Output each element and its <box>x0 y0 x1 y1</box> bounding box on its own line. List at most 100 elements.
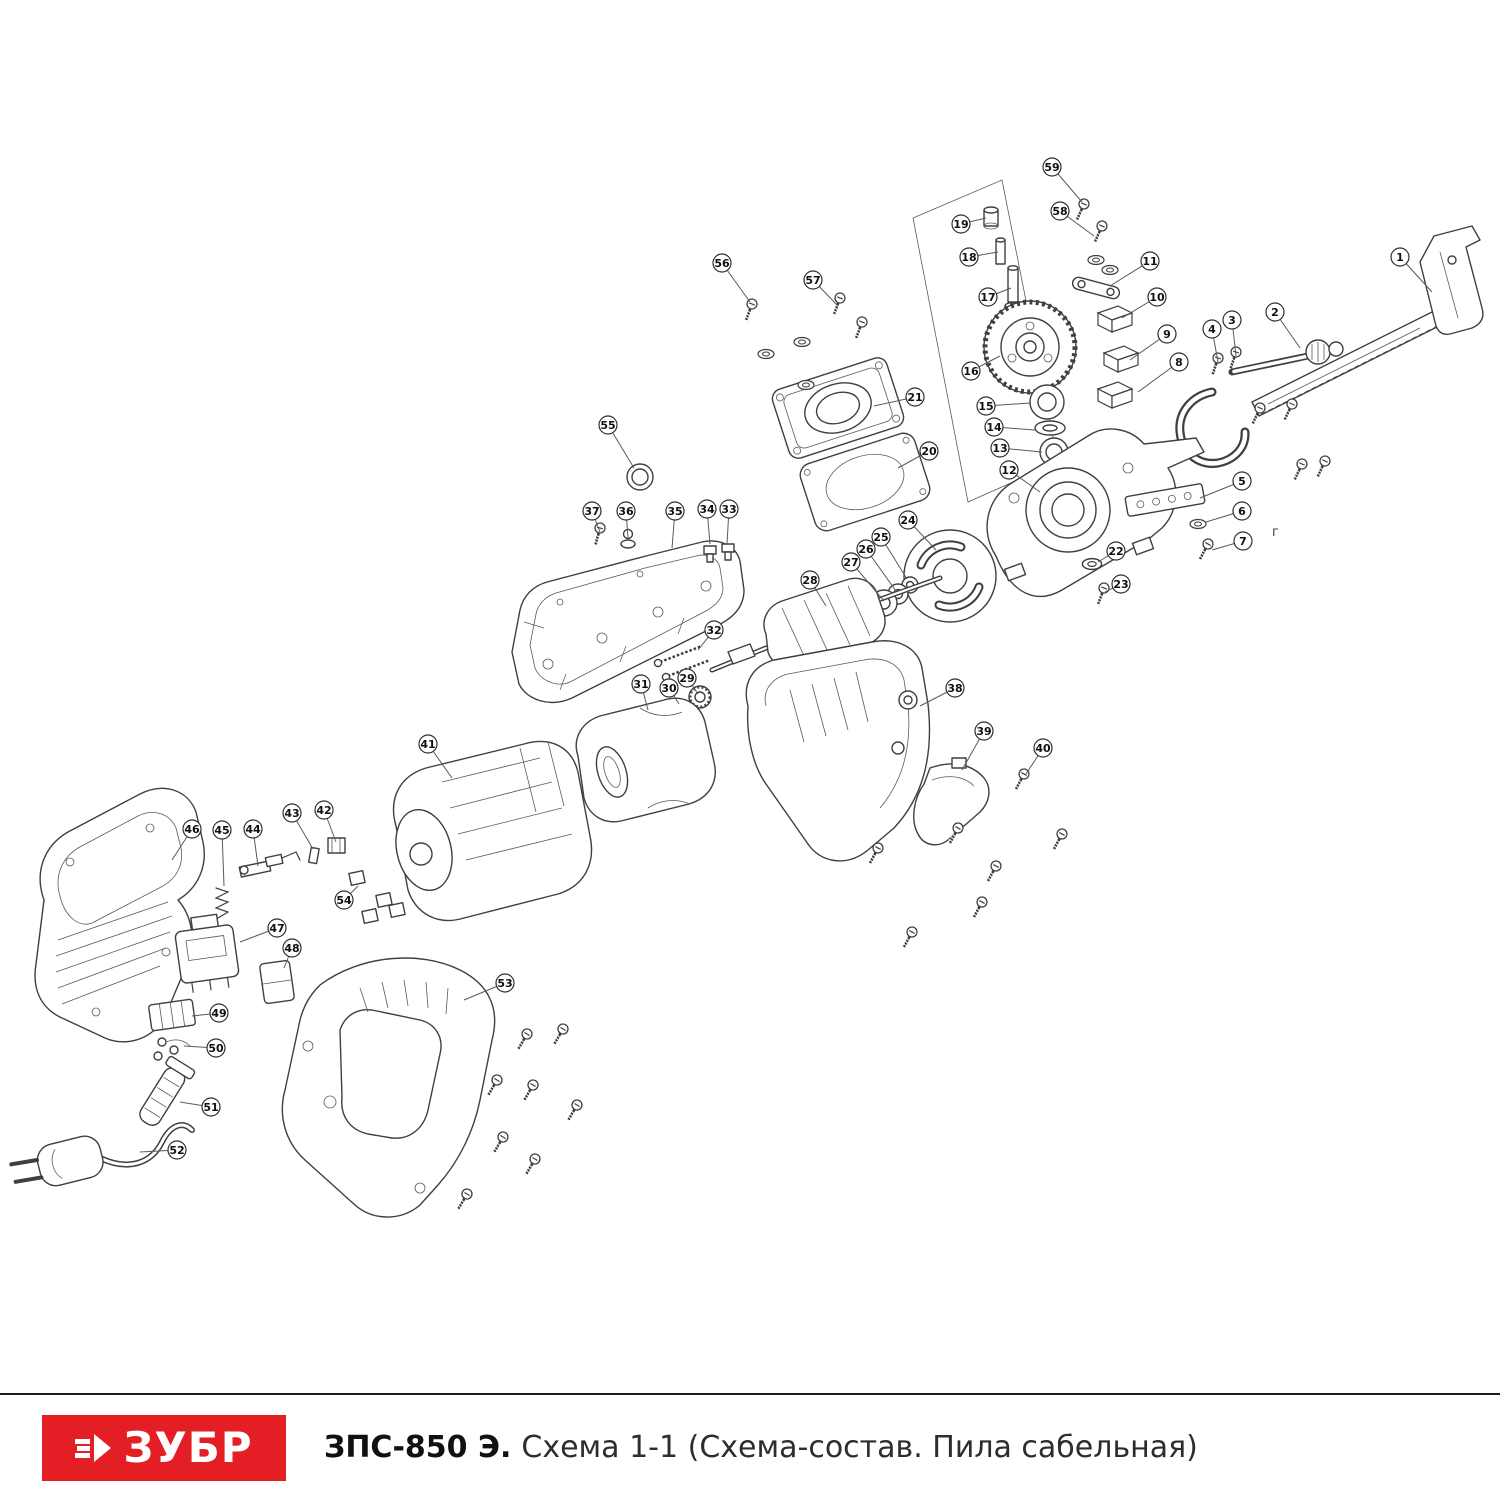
callout-number-6: 6 <box>1238 505 1246 518</box>
callout-48 <box>282 938 302 958</box>
callout-number-45: 45 <box>214 824 229 837</box>
power-plug <box>9 1135 104 1187</box>
cover-plate-5 <box>1124 483 1206 517</box>
washer <box>1101 264 1119 276</box>
washer-22 <box>1081 557 1103 571</box>
callout-number-46: 46 <box>184 823 200 836</box>
callout-30 <box>659 678 679 698</box>
callout-number-3: 3 <box>1228 314 1236 327</box>
callout-number-33: 33 <box>721 503 736 516</box>
screw <box>520 1150 544 1178</box>
callout-13 <box>990 438 1010 458</box>
screw-58 <box>1089 218 1110 245</box>
callout-6 <box>1232 501 1252 521</box>
screw <box>982 857 1005 885</box>
callout-52 <box>167 1140 187 1160</box>
schema-title: ЗПС-850 Э.Схема 1-1 (Схема-состав. Пила … <box>324 1430 1198 1465</box>
callout-28 <box>800 570 820 590</box>
right-housing-shell <box>745 640 931 862</box>
screw <box>548 1020 572 1048</box>
callout-34 <box>697 499 717 519</box>
screw <box>512 1025 536 1053</box>
callout-5 <box>1232 471 1252 491</box>
screw <box>562 1096 586 1124</box>
callout-number-4: 4 <box>1208 323 1216 336</box>
callout-number-19: 19 <box>953 218 968 231</box>
callout-29 <box>677 668 697 688</box>
callout-39 <box>974 721 994 741</box>
callout-number-27: 27 <box>843 556 858 569</box>
callout-number-7: 7 <box>1239 535 1247 548</box>
screw <box>968 893 991 921</box>
callout-42 <box>314 800 334 820</box>
switch <box>174 913 240 993</box>
left-housing-shell <box>34 787 205 1043</box>
callout-4 <box>1202 319 1222 339</box>
screw-23 <box>1092 580 1112 607</box>
bearing-15 <box>1029 384 1065 420</box>
schema-subtitle: Схема 1-1 (Схема-состав. Пила сабельная) <box>521 1430 1198 1465</box>
zubr-arrow-icon <box>75 1433 112 1462</box>
callout-number-28: 28 <box>802 574 817 587</box>
inner-housing-shell <box>511 540 745 704</box>
callout-number-36: 36 <box>618 505 634 518</box>
gear-housing <box>986 428 1205 598</box>
callout-59 <box>1042 157 1062 177</box>
callout-53 <box>495 973 515 993</box>
callout-number-25: 25 <box>873 531 888 544</box>
callout-number-43: 43 <box>284 807 299 820</box>
callout-number-56: 56 <box>714 257 730 270</box>
brush-spring-45 <box>214 887 230 919</box>
pin-18 <box>995 237 1006 265</box>
callout-number-59: 59 <box>1044 161 1059 174</box>
callout-23 <box>1111 574 1131 594</box>
screw-37 <box>589 520 608 548</box>
callout-12 <box>999 460 1019 480</box>
callout-37 <box>582 501 602 521</box>
brush-block-42 <box>327 837 346 854</box>
callout-57 <box>803 270 823 290</box>
washer <box>1087 254 1105 266</box>
ring-55 <box>626 463 654 491</box>
callout-44 <box>243 819 263 839</box>
callout-19 <box>951 214 971 234</box>
brand-logo: ЗУБР <box>42 1414 286 1481</box>
callout-41 <box>418 734 438 754</box>
callout-number-5: 5 <box>1238 475 1246 488</box>
callout-number-47: 47 <box>269 922 284 935</box>
screw <box>452 1185 476 1213</box>
washer <box>793 336 811 348</box>
callout-17 <box>978 287 998 307</box>
callout-number-21: 21 <box>907 391 922 404</box>
cord-guard <box>139 1055 196 1126</box>
screw <box>850 314 870 341</box>
callout-26 <box>856 539 876 559</box>
callout-3 <box>1222 310 1242 330</box>
callout-58 <box>1050 201 1070 221</box>
callout-number-31: 31 <box>633 678 648 691</box>
callout-49 <box>209 1003 229 1023</box>
callout-number-22: 22 <box>1108 545 1123 558</box>
callout-number-10: 10 <box>1149 291 1165 304</box>
callout-46 <box>182 819 202 839</box>
callout-number-13: 13 <box>992 442 1007 455</box>
screw <box>1288 456 1310 483</box>
callout-number-51: 51 <box>203 1101 218 1114</box>
screw <box>482 1071 506 1099</box>
screw-7 <box>1194 535 1217 563</box>
callout-38 <box>945 678 965 698</box>
callout-number-16: 16 <box>963 365 979 378</box>
callout-number-38: 38 <box>947 682 962 695</box>
callout-54 <box>334 890 354 910</box>
slider-block-9 <box>1103 345 1139 373</box>
spindle-shaft <box>1228 339 1344 376</box>
gasket <box>799 432 931 532</box>
motor-housing <box>392 740 593 922</box>
callout-20 <box>919 441 939 461</box>
callout-40 <box>1033 738 1053 758</box>
callout-number-42: 42 <box>316 804 331 817</box>
callout-number-49: 49 <box>211 1007 226 1020</box>
power-cord <box>97 1122 195 1168</box>
callout-number-15: 15 <box>978 400 993 413</box>
callout-50 <box>206 1038 226 1058</box>
